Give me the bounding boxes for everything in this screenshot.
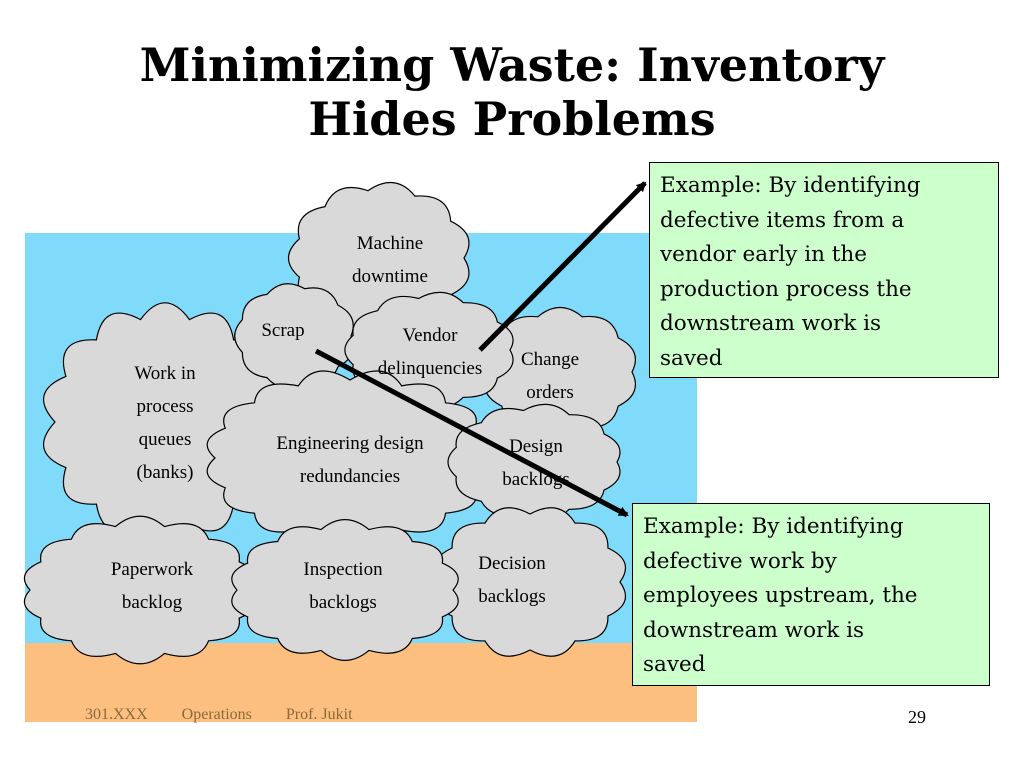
cloud-vendor-delinquencies: Vendor delinquencies — [377, 325, 483, 379]
cloud-paperwork-backlog: Paperwork backlog — [110, 559, 194, 613]
footer-instructor: Prof. Jukit — [285, 706, 353, 723]
cloud-engineering-design: Engineering design redundancies — [276, 433, 424, 487]
callout-vendor-example: Example: By identifying defective items … — [649, 162, 999, 378]
page-number: 29 — [908, 707, 926, 727]
cloud-scrap: Scrap — [261, 320, 305, 341]
slide-title: Minimizing Waste: Inventory Hides Proble… — [0, 38, 1024, 146]
callout-employee-example: Example: By identifying defective work b… — [632, 503, 990, 686]
cloud-decision-backlogs: Decision backlogs — [478, 553, 546, 607]
cloud-inspection-backlogs: Inspection backlogs — [303, 559, 383, 613]
arrow-to-top-callout — [478, 181, 647, 352]
cloud-design-backlogs: Design backlogs — [502, 436, 570, 490]
title-line-2: Hides Problems — [308, 92, 716, 146]
cloud-shape-inspection — [231, 519, 459, 661]
title-line-1: Minimizing Waste: Inventory — [139, 38, 885, 92]
cloud-machine-downtime: Machine downtime — [352, 233, 428, 287]
cloud-shape-engineering — [206, 370, 494, 546]
slide-footer: 301.XXX Operations Prof. Jukit — [85, 706, 383, 724]
cloud-change-orders: Change orders — [520, 349, 580, 403]
footer-subject: Operations — [181, 706, 252, 723]
arrow-to-bottom-callout — [314, 348, 629, 518]
footer-course: 301.XXX — [85, 706, 148, 723]
cloud-shape-paperwork — [23, 515, 257, 665]
cloud-work-in-process: Work in process queues (banks) — [134, 363, 196, 483]
